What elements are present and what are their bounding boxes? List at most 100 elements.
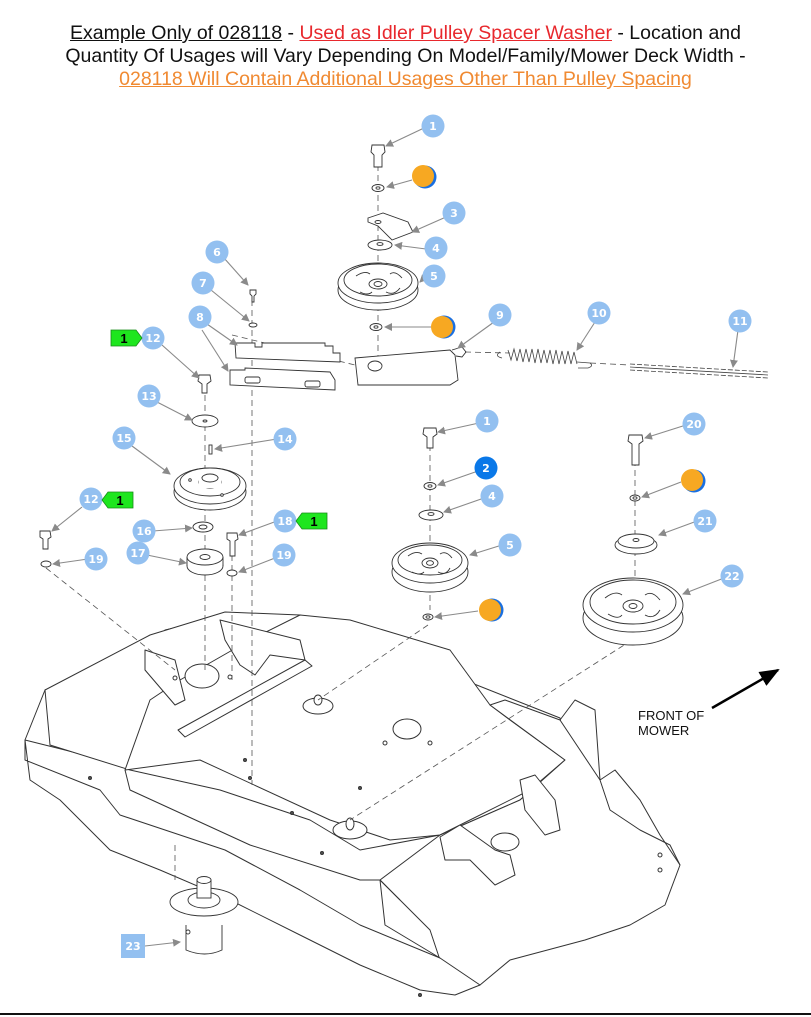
callout-circle: [273, 509, 297, 533]
usage-description: Used as Idler Pulley Spacer Washer: [299, 22, 612, 44]
callout-8: 8: [188, 305, 212, 329]
chain-part-11: [629, 363, 769, 379]
callout-label: 11: [732, 315, 747, 328]
callout-1: 1: [421, 114, 445, 138]
callout-12: 12: [79, 487, 103, 511]
callout-label: 3: [450, 207, 458, 220]
callout-circle: [480, 484, 504, 508]
callout-circle: [682, 412, 706, 436]
callout-16: 16: [132, 519, 156, 543]
idler-assembly-center: [391, 427, 469, 621]
bolt-part-18: [226, 532, 239, 557]
callout-5: 5: [422, 264, 446, 288]
callout-label: 19: [88, 553, 103, 566]
callout-label: 14: [277, 433, 293, 446]
callout-17: 17: [126, 541, 150, 565]
callout-circle: [188, 305, 212, 329]
callout-label: 21: [697, 515, 712, 528]
idler-arm-part-9: [354, 349, 459, 386]
diagram-header: Example Only of 028118 - Used as Idler P…: [0, 22, 811, 91]
usage-markers: [412, 165, 706, 622]
quantity-tag-label: 1: [310, 514, 317, 529]
idler-pulley-part-5-center: [391, 542, 469, 593]
quantity-tag-part-12: 1: [101, 491, 134, 509]
callout-15: 15: [112, 426, 136, 450]
header-line-2: Quantity Of Usages will Vary Depending O…: [65, 45, 746, 67]
callout-circle: [191, 271, 215, 295]
front-of-mower-label: FRONT OF MOWER: [638, 708, 704, 738]
quantity-tag-label: 1: [116, 493, 123, 508]
callout-circle: [587, 301, 611, 325]
callout-1: 1: [475, 409, 499, 433]
callout-circle: [273, 427, 297, 451]
callout-circle: [421, 114, 445, 138]
callout-10: 10: [587, 301, 611, 325]
bolt-part-6: [249, 289, 257, 303]
header-line-1: Example Only of 028118 - Used as Idler P…: [0, 22, 811, 45]
front-label-line-1: FRONT OF: [638, 708, 705, 723]
callout-11: 11: [728, 309, 752, 333]
callout-circle: [84, 547, 108, 571]
callout-label: 5: [430, 270, 438, 283]
callout-label: 23: [125, 940, 140, 953]
callout-label: 12: [145, 332, 160, 345]
callout-label: 17: [130, 547, 145, 560]
callout-circle: [132, 519, 156, 543]
washer-part-19-left: [40, 560, 52, 568]
callout-circle: [720, 564, 744, 588]
callout-19: 19: [84, 547, 108, 571]
pulley-part-15: [173, 467, 247, 511]
callout-21: 21: [693, 509, 717, 533]
callout-circle: [272, 543, 296, 567]
bolt-part-12: [197, 374, 212, 394]
callout-3: 3: [442, 201, 466, 225]
callout-14: 14: [273, 427, 297, 451]
usage-marker-center-washer: [479, 598, 504, 622]
callout-label: 15: [116, 432, 131, 445]
callout-19: 19: [272, 543, 296, 567]
callout-circle: [424, 236, 448, 260]
quantity-tag-part-18: 1: [295, 512, 328, 530]
quantity-tag-label: 1: [120, 331, 127, 346]
spacer-part-17: [186, 548, 224, 576]
bottom-rule: [0, 1013, 811, 1015]
right-pulley-stack: [582, 434, 684, 646]
callout-circle: [442, 201, 466, 225]
callout-label: 8: [196, 311, 204, 324]
callout-label: 7: [199, 277, 207, 290]
front-label-line-2: MOWER: [638, 723, 690, 738]
callout-label: 9: [496, 309, 504, 322]
bolt-part-1-center: [422, 427, 438, 449]
quantity-tag-part-12: 1: [110, 329, 143, 347]
callout-label: 1: [483, 415, 491, 428]
callout-square: [121, 934, 145, 958]
callout-13: 13: [137, 384, 161, 408]
part-number-example: Example Only of 028118: [70, 22, 283, 44]
callout-circle: [422, 264, 446, 288]
callout-circle: [474, 456, 498, 480]
callout-12: 12: [141, 326, 165, 350]
callout-label: 12: [83, 493, 98, 506]
callout-circle: [488, 303, 512, 327]
washer-part-7: [248, 322, 258, 328]
callout-9: 9: [488, 303, 512, 327]
leader-lines: [51, 127, 739, 947]
callout-label: 10: [591, 307, 607, 320]
callout-label: 4: [488, 490, 496, 503]
callout-20: 20: [682, 412, 706, 436]
pulley-part-22: [582, 577, 684, 646]
left-pulley-stack: [39, 374, 247, 577]
callout-label: 6: [213, 246, 221, 259]
callout-23: 23: [121, 934, 145, 958]
callout-circle: [126, 541, 150, 565]
bolt-part-20: [627, 434, 644, 466]
bolt-part-1: [370, 144, 386, 168]
callout-label: 19: [276, 549, 291, 562]
idler-pulley-part-5: [337, 262, 419, 311]
callout-label: 18: [277, 515, 292, 528]
callout-4: 4: [480, 484, 504, 508]
callout-label: 13: [141, 390, 156, 403]
callout-5: 5: [498, 533, 522, 557]
